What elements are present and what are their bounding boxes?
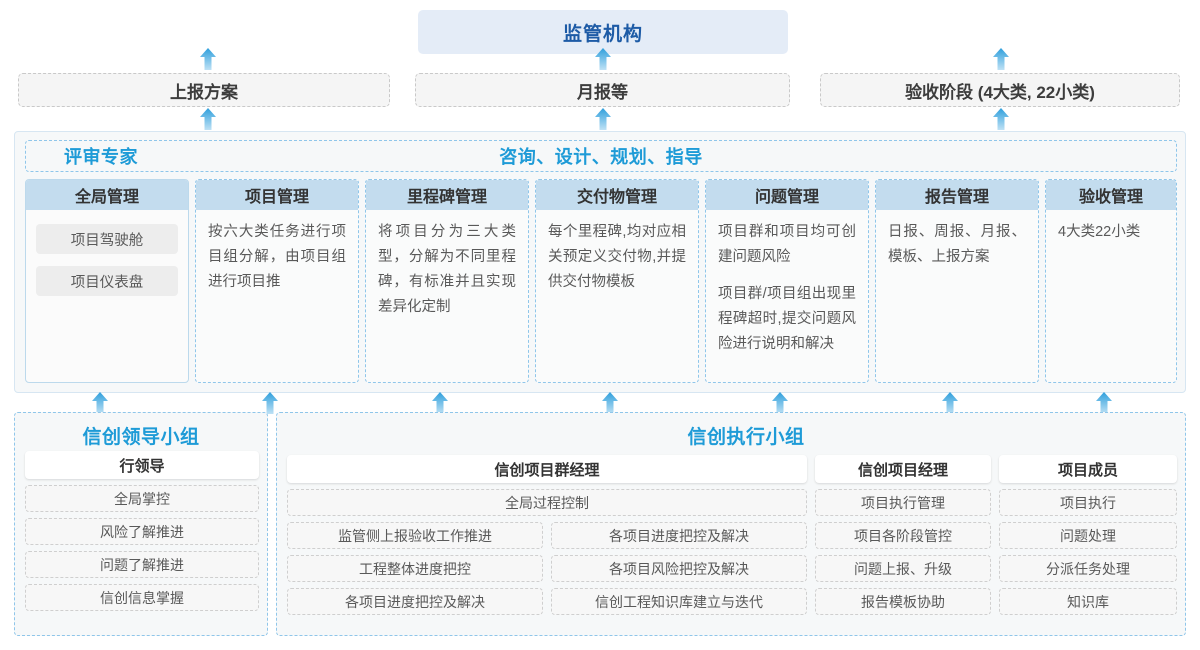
role-header-program-manager: 信创项目群经理 [287, 455, 807, 483]
task-item: 监管侧上报验收工作推进 [287, 522, 543, 549]
task-item: 分派任务处理 [999, 555, 1177, 582]
task-item: 报告模板协助 [815, 588, 991, 615]
service-column-global: 全局管理 项目驾驶舱 项目仪表盘 [25, 179, 189, 383]
service-column-text: 项目群/项目组出现里程碑超时,提交问题风险进行说明和解决 [718, 286, 856, 352]
task-item: 知识库 [999, 588, 1177, 615]
arrow-up-icon [993, 48, 1009, 70]
reporting-box-2: 验收阶段 (4大类, 22小类) [820, 73, 1180, 107]
service-column-report: 报告管理 日报、周报、月报、模板、上报方案 [875, 179, 1039, 383]
task-item: 各项目进度把控及解决 [551, 522, 807, 549]
task-item: 问题上报、升级 [815, 555, 991, 582]
task-item: 信创工程知识库建立与迭代 [551, 588, 807, 615]
service-column-text: 日报、周报、月报、模板、上报方案 [888, 224, 1026, 265]
reporting-box-label: 验收阶段 (4大类, 22小类) [905, 82, 1095, 102]
service-column-text: 按六大类任务进行项目组分解，由项目组进行项目推 [208, 224, 346, 290]
arrow-up-icon [1096, 392, 1112, 414]
reporting-box-1: 月报等 [415, 73, 790, 107]
leader-group: 信创领导小组 行领导 全局掌控 风险了解推进 问题了解推进 信创信息掌握 [14, 412, 268, 636]
service-panel: 评审专家 咨询、设计、规划、指导 全局管理 项目驾驶舱 项目仪表盘 项目管理 按… [14, 131, 1186, 393]
reporting-box-label: 上报方案 [170, 82, 238, 102]
regulator-box: 监管机构 [418, 10, 788, 54]
project-manager-block: 信创项目经理 项目执行管理 项目各阶段管控 问题上报、升级 报告模板协助 [815, 455, 991, 615]
arrow-up-icon [595, 48, 611, 70]
service-column-milestone: 里程碑管理 将项目分为三大类型，分解为不同里程碑，有标准并且实现差异化定制 [365, 179, 529, 383]
service-column-title: 全局管理 [26, 180, 188, 210]
task-item: 项目执行管理 [815, 489, 991, 516]
task-item: 问题处理 [999, 522, 1177, 549]
task-item: 项目执行 [999, 489, 1177, 516]
task-item: 风险了解推进 [25, 518, 259, 545]
service-column-project: 项目管理 按六大类任务进行项目组分解，由项目组进行项目推 [195, 179, 359, 383]
task-item: 全局过程控制 [287, 489, 807, 516]
execution-group-title: 信创执行小组 [687, 427, 805, 448]
service-column-acceptance: 验收管理 4大类22小类 [1045, 179, 1177, 383]
reporting-box-label: 月报等 [577, 82, 628, 102]
service-item: 项目驾驶舱 [36, 224, 178, 254]
task-item: 工程整体进度把控 [287, 555, 543, 582]
service-column-text: 4大类22小类 [1058, 224, 1141, 240]
arrow-up-icon [595, 108, 611, 130]
service-column-text: 将项目分为三大类型，分解为不同里程碑，有标准并且实现差异化定制 [378, 224, 516, 315]
role-header-leader: 行领导 [25, 451, 259, 479]
review-expert-label: 评审专家 [64, 147, 138, 167]
task-item: 全局掌控 [25, 485, 259, 512]
arrow-up-icon [602, 392, 618, 414]
service-column-deliverable: 交付物管理 每个里程碑,均对应相关预定义交付物,并提供交付物模板 [535, 179, 699, 383]
role-header-member: 项目成员 [999, 455, 1177, 483]
arrow-up-icon [200, 48, 216, 70]
service-column-title: 报告管理 [876, 180, 1038, 210]
program-manager-block: 信创项目群经理 全局过程控制 监管侧上报验收工作推进 工程整体进度把控 各项目进… [287, 455, 807, 615]
service-column-title: 项目管理 [196, 180, 358, 210]
service-column-text: 项目群和项目均可创建问题风险 [718, 224, 856, 265]
task-item: 各项目进度把控及解决 [287, 588, 543, 615]
service-column-text: 每个里程碑,均对应相关预定义交付物,并提供交付物模板 [548, 224, 686, 290]
task-item: 问题了解推进 [25, 551, 259, 578]
service-panel-header: 评审专家 咨询、设计、规划、指导 [25, 140, 1177, 172]
role-header-project-manager: 信创项目经理 [815, 455, 991, 483]
service-column-issue: 问题管理 项目群和项目均可创建问题风险 项目群/项目组出现里程碑超时,提交问题风… [705, 179, 869, 383]
task-item: 信创信息掌握 [25, 584, 259, 611]
task-item: 各项目风险把控及解决 [551, 555, 807, 582]
execution-group: 信创执行小组 信创项目群经理 全局过程控制 监管侧上报验收工作推进 工程整体进度… [276, 412, 1186, 636]
arrow-up-icon [993, 108, 1009, 130]
service-column-title: 验收管理 [1046, 180, 1176, 210]
arrow-up-icon [432, 392, 448, 414]
reporting-box-0: 上报方案 [18, 73, 390, 107]
arrow-up-icon [200, 108, 216, 130]
project-member-block: 项目成员 项目执行 问题处理 分派任务处理 知识库 [999, 455, 1177, 615]
arrow-up-icon [942, 392, 958, 414]
task-item: 项目各阶段管控 [815, 522, 991, 549]
service-column-title: 里程碑管理 [366, 180, 528, 210]
arrow-up-icon [772, 392, 788, 414]
consulting-label: 咨询、设计、规划、指导 [499, 147, 703, 167]
service-column-title: 交付物管理 [536, 180, 698, 210]
regulator-label: 监管机构 [562, 23, 643, 45]
service-column-title: 问题管理 [706, 180, 868, 210]
leader-group-title: 信创领导小组 [82, 427, 200, 448]
service-item: 项目仪表盘 [36, 266, 178, 296]
arrow-up-icon [262, 392, 278, 414]
arrow-up-icon [92, 392, 108, 414]
